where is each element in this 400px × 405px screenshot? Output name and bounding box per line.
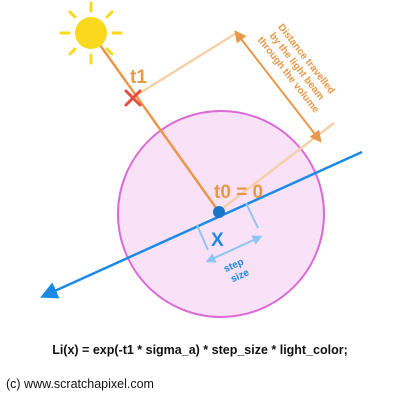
distance-dimension-arrow: [234, 30, 322, 143]
sample-point-icon: [213, 206, 225, 218]
formula-text: Li(x) = exp(-t1 * sigma_a) * step_size *…: [52, 343, 348, 357]
t0-label: t0 = 0: [214, 182, 263, 203]
cross-marker-icon: [124, 89, 142, 107]
sun-icon: [59, 1, 123, 65]
camera-ray: [40, 150, 363, 299]
x-label: X: [211, 230, 224, 251]
step-size-bracket: [196, 202, 263, 263]
credit-text: (c) www.scratchapixel.com: [6, 377, 154, 391]
light-ray: [90, 31, 221, 213]
t1-label: t1: [130, 67, 147, 88]
distance-guide-top: [131, 30, 239, 100]
distance-label: Distance travelled by the light beam thr…: [255, 20, 340, 115]
